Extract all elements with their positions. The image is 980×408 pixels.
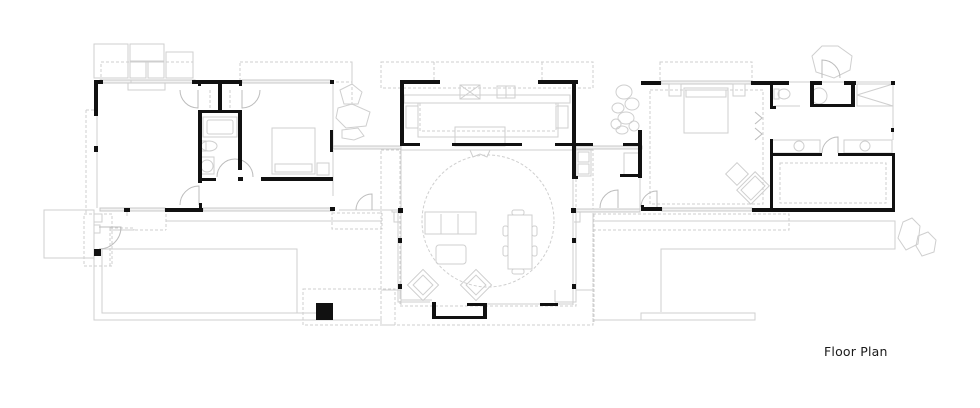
lounge-chair: [736, 171, 770, 205]
sofa: [424, 211, 477, 235]
great-room: [406, 154, 555, 302]
armchair-left: [406, 268, 440, 302]
range: [459, 84, 481, 100]
central-pavilion-lines: [380, 149, 594, 326]
landscape-stones-east: [610, 84, 640, 135]
toilet: [200, 140, 218, 152]
planter-box: [43, 209, 95, 259]
coffee-table: [435, 244, 467, 265]
closet-rug: [779, 162, 887, 204]
landscape-stones-closet: [811, 45, 853, 79]
column-block: [316, 303, 333, 320]
lounge-chair-ottoman: [724, 161, 750, 187]
sink-right: [859, 140, 871, 152]
kitchen: [403, 84, 573, 158]
bathtub: [202, 116, 238, 138]
kitchen-counter: [417, 102, 559, 138]
sink-left: [793, 140, 805, 152]
armchair-right: [459, 268, 493, 302]
washbasin: [200, 159, 214, 173]
pool: [101, 248, 298, 314]
walls: [94, 80, 895, 319]
dining-table: [507, 214, 533, 270]
landscape-stones-west: [335, 83, 371, 141]
landscape-stones-far-east: [897, 217, 937, 257]
master-bed: [683, 87, 729, 134]
door-swing: [179, 89, 199, 109]
terrace-door-swing: [98, 226, 122, 250]
rug: [421, 154, 555, 288]
nightstand: [316, 162, 330, 176]
toilet-east: [777, 88, 791, 100]
bed: [271, 127, 316, 175]
plan-caption: Floor Plan: [824, 344, 888, 359]
